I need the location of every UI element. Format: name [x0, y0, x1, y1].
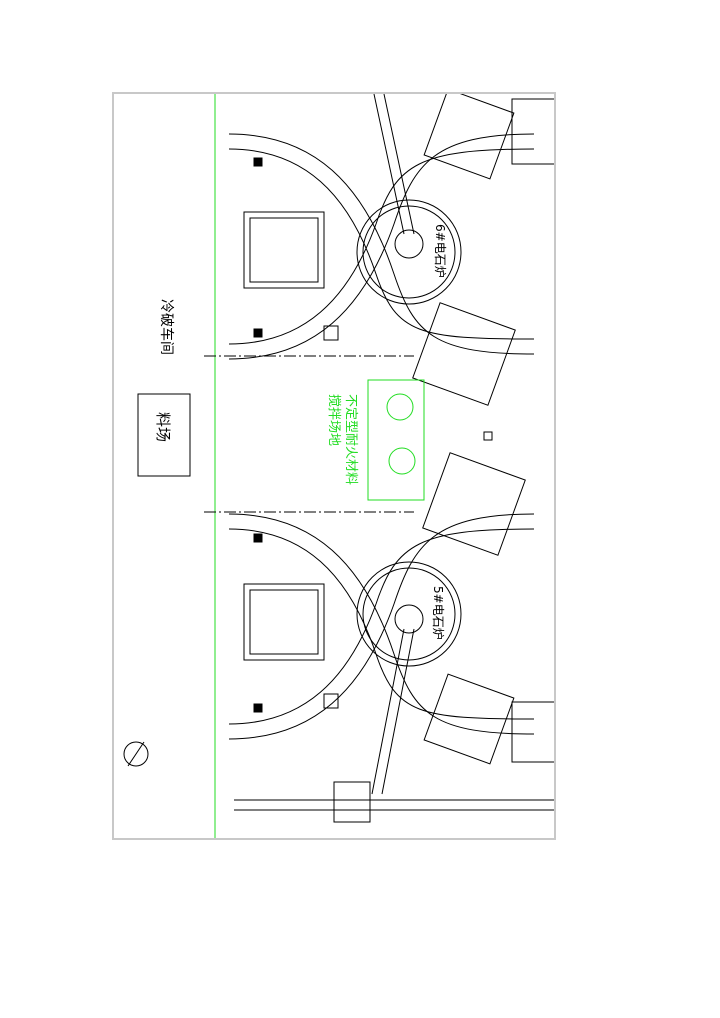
cad-drawing-frame: 冷破车间 料场 不定型耐火材料 搅拌场地 6#电石炉 5#电石炉 [112, 92, 556, 840]
furnace5-label: 5#电石炉 [431, 586, 445, 640]
furnace6-label: 6#电石炉 [433, 224, 447, 278]
material-yard-label: 料场 [154, 412, 172, 442]
material-yard-box [137, 393, 191, 477]
furnace5-roads [228, 513, 535, 795]
north-arrow-icon [123, 741, 149, 767]
workshop-label: 冷破车间 [158, 299, 175, 355]
furnace6-roads [228, 94, 535, 360]
site-plan: 冷破车间 料场 不定型耐火材料 搅拌场地 6#电石炉 5#电石炉 [123, 94, 554, 838]
mixing-area-label-2: 搅拌场地 [326, 394, 342, 446]
mixing-area-label-1: 不定型耐火材料 [343, 394, 358, 485]
